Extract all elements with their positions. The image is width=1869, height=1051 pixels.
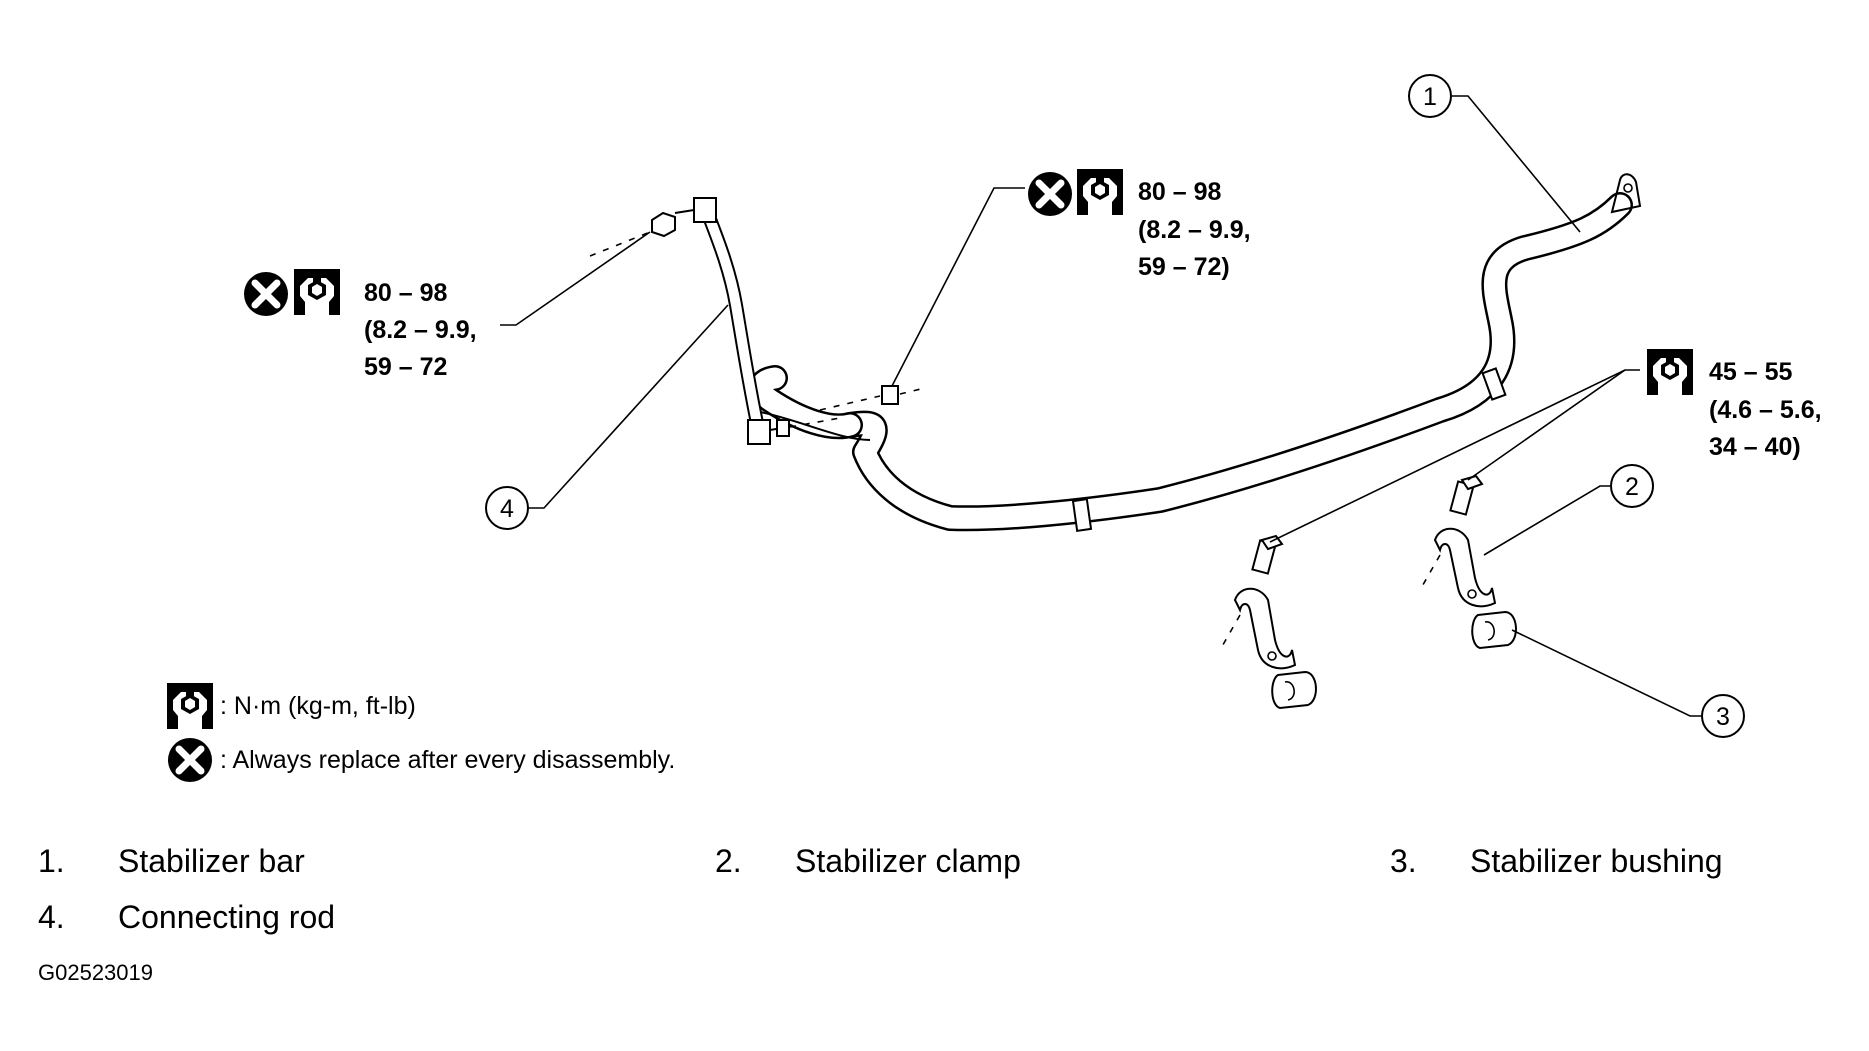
connecting-rod [589, 197, 841, 445]
torque-left-line3: 59 – 72 [364, 353, 447, 381]
center-end-nut [819, 385, 926, 411]
torque-right-line3: 34 – 40) [1709, 433, 1801, 461]
torque-right-line2: (4.6 – 5.6, [1709, 396, 1822, 424]
wrench-nut-icon [294, 269, 340, 315]
wrench-nut-icon [167, 683, 213, 729]
torque-left-line2: (8.2 – 9.9, [364, 316, 477, 344]
torque-center-line3: 59 – 72) [1138, 253, 1230, 281]
legend: : N·m (kg-m, ft-lb) : Always replace aft… [167, 683, 675, 782]
left-clamp-assembly [1219, 534, 1317, 710]
stabilizer-bar [748, 173, 1642, 532]
callout-1-number: 1 [1423, 83, 1437, 111]
callout-4-number: 4 [500, 495, 514, 523]
figure-id: G02523019 [38, 960, 153, 985]
callout-2-number: 2 [1625, 473, 1639, 501]
x-circle-icon [244, 272, 288, 316]
torque-spec-right: 45 – 55 (4.6 – 5.6, 34 – 40) [1647, 349, 1822, 461]
wrench-nut-icon [1077, 169, 1123, 215]
x-circle-icon [1028, 172, 1072, 216]
callout-3-number: 3 [1716, 703, 1730, 731]
torque-center-line1: 80 – 98 [1138, 178, 1222, 206]
leader-lines [500, 95, 1702, 717]
wrench-nut-icon [1647, 349, 1693, 395]
torque-right-line1: 45 – 55 [1709, 358, 1793, 386]
callout-3: 3 [1701, 694, 1745, 738]
torque-left-line1: 80 – 98 [364, 279, 448, 307]
callout-2: 2 [1610, 464, 1654, 508]
torque-center-line2: (8.2 – 9.9, [1138, 216, 1251, 244]
x-circle-icon [168, 738, 212, 782]
torque-spec-center: 80 – 98 (8.2 – 9.9, 59 – 72) [1028, 169, 1251, 281]
callout-4: 4 [485, 486, 529, 530]
torque-spec-left: 80 – 98 (8.2 – 9.9, 59 – 72 [244, 269, 477, 381]
right-clamp-assembly [1419, 474, 1517, 650]
legend-torque-unit: : N·m (kg-m, ft-lb) [220, 692, 416, 720]
legend-replace-note: : Always replace after every disassembly… [220, 746, 675, 774]
callout-1: 1 [1408, 74, 1452, 118]
